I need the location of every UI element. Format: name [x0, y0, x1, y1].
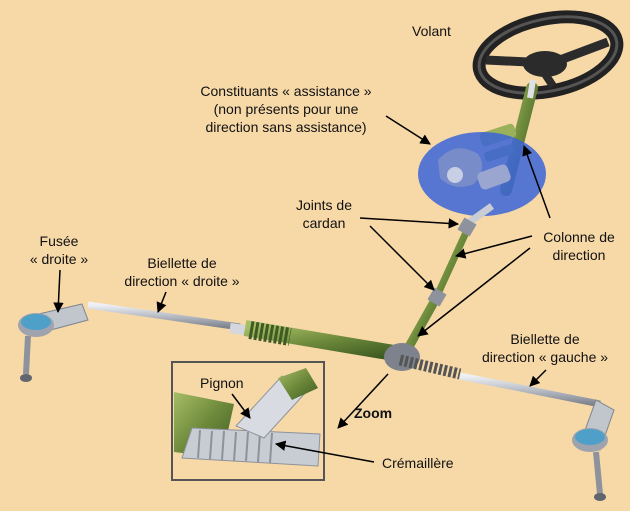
- label-assistance: Constituants « assistance » (non présent…: [188, 82, 384, 136]
- label-joints: Joints de cardan: [284, 196, 364, 232]
- label-zoom: Zoom: [354, 405, 393, 421]
- label-assistance-line2: (non présents pour une: [213, 101, 359, 117]
- label-biellette-gauche-line1: Biellette de: [510, 331, 580, 347]
- label-assistance-line1: Constituants « assistance »: [200, 83, 372, 99]
- label-biellette-droite-line1: Biellette de: [147, 255, 217, 271]
- pointer-arrows: [53, 115, 551, 463]
- rack-housing: [87, 301, 601, 408]
- label-biellette-droite-line2: direction « droite »: [124, 273, 240, 289]
- label-colonne: Colonne de direction: [534, 228, 624, 264]
- label-volant: Volant: [412, 23, 451, 39]
- label-cremaillere: Crémaillère: [382, 455, 454, 471]
- label-fusee: Fusée « droite »: [14, 232, 104, 268]
- label-joints-line1: Joints de: [295, 197, 353, 213]
- label-pignon: Pignon: [200, 375, 244, 391]
- zoom-inset: [171, 361, 325, 481]
- label-assistance-line3: direction sans assistance): [205, 119, 367, 135]
- assistance-components: [418, 132, 546, 216]
- steering-wheel: [472, 10, 624, 100]
- label-colonne-line2: direction: [552, 247, 606, 263]
- label-fusee-line1: Fusée: [39, 233, 79, 249]
- label-biellette-gauche-line2: direction « gauche »: [481, 349, 609, 365]
- knuckle-right: [18, 303, 89, 382]
- label-joints-line2: cardan: [302, 215, 346, 231]
- label-fusee-line2: « droite »: [29, 251, 89, 267]
- knuckle-left: [572, 399, 615, 501]
- label-colonne-line1: Colonne de: [543, 229, 615, 245]
- label-biellette-gauche: Biellette de direction « gauche »: [470, 330, 620, 366]
- label-biellette-droite: Biellette de direction « droite »: [112, 254, 252, 290]
